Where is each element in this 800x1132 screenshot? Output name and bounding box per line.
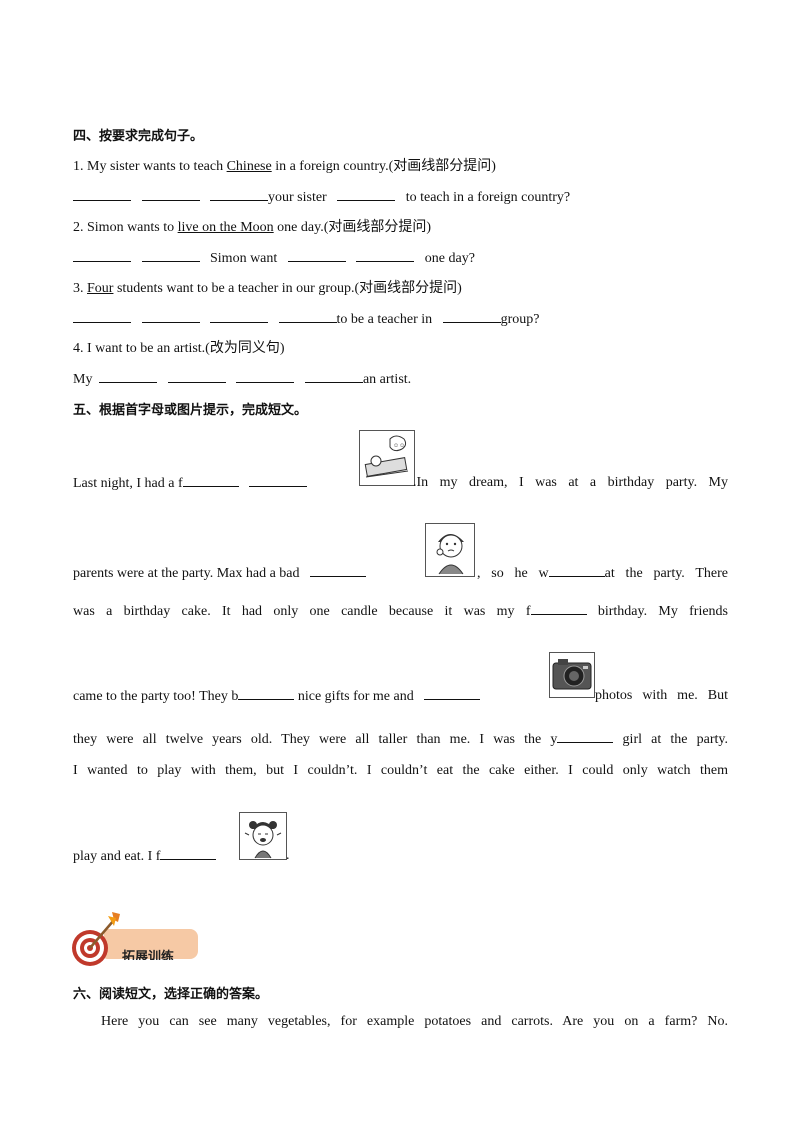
answer-blank[interactable] (73, 188, 131, 201)
q1-underlined: Chinese (226, 159, 272, 174)
question-1: 1. My sister wants to teach Chinese in a… (73, 158, 728, 176)
answer-blank[interactable] (278, 310, 337, 323)
answer-blank[interactable] (287, 249, 346, 262)
section-6-heading: 六、阅读短文，选择正确的答案。 (73, 987, 269, 1002)
svg-text:☺☺: ☺☺ (393, 443, 405, 449)
answer-blank[interactable] (141, 249, 200, 262)
q2-answer-text-a: Simon want (210, 251, 278, 266)
passage-line-5: they were all twelve years old. They wer… (73, 730, 728, 749)
passage-line-3: was a birthday cake. It had only one can… (73, 602, 728, 621)
answer-blank[interactable] (238, 687, 295, 700)
question-4: 4. I want to be an artist.(改为同义句) (73, 341, 285, 356)
q3-text-a: 3. (73, 281, 87, 296)
q2-text-b: one day.(对画线部分提问) (273, 220, 432, 235)
crying-girl-icon (239, 812, 287, 860)
answer-blank[interactable] (167, 370, 226, 383)
l5-text-a: they were all twelve years old. They wer… (73, 732, 558, 747)
answer-blank[interactable] (530, 602, 587, 615)
q4-answer-text-b: an artist. (362, 372, 412, 387)
q2-underlined: live on the Moon (177, 220, 274, 235)
q1-text-a: 1. My sister wants to teach (73, 159, 227, 174)
sleeping-dream-icon: ☺☺ (359, 430, 415, 486)
passage-line-4: came to the party too! They b nice gifts… (73, 650, 728, 710)
answer-blank[interactable] (337, 188, 396, 201)
badge-bar (104, 929, 198, 959)
answer-blank[interactable] (99, 370, 158, 383)
l5-text-b: girl at the party. (613, 732, 728, 747)
question-2: 2. Simon wants to live on the Moon one d… (73, 219, 728, 237)
toothache-boy-icon (425, 523, 475, 577)
question-3-answer: to be a teacher in group? (73, 310, 728, 329)
answer-blank[interactable] (310, 564, 366, 577)
q4-answer-text-a: My (73, 372, 93, 387)
answer-blank[interactable] (73, 249, 131, 262)
section-4-heading: 四、按要求完成句子。 (73, 129, 204, 144)
q3-text-b: students want to be a teacher in our gro… (113, 281, 462, 296)
camera-icon (549, 652, 595, 698)
passage-line-2: parents were at the party. Max had a bad… (73, 523, 728, 583)
l4-text-c: photos with me. But (595, 688, 728, 703)
reading-passage-line-1: Here you can see many vegetables, for ex… (101, 1014, 728, 1029)
answer-blank[interactable] (141, 310, 200, 323)
l1-text-b: .In my dream, I was at a birthday party.… (413, 475, 728, 490)
q1-text-b: in a foreign country.(对画线部分提问) (271, 159, 496, 174)
q3-answer-text-a: to be a teacher in (336, 312, 433, 327)
answer-blank[interactable] (210, 188, 268, 201)
badge-label: 拓展训练 (122, 950, 175, 960)
question-2-answer: Simon want one day? (73, 249, 728, 268)
answer-blank[interactable] (182, 474, 239, 487)
answer-blank[interactable] (424, 687, 481, 700)
l7-text-a: play and eat. I f (73, 849, 161, 864)
q3-answer-text-b: group? (500, 312, 540, 327)
q1-answer-text-b: to teach in a foreign country? (405, 190, 571, 205)
section-5-heading: 五、根据首字母或图片提示，完成短文。 (73, 403, 308, 418)
answer-blank[interactable] (160, 847, 217, 860)
answer-blank[interactable] (141, 188, 200, 201)
question-3: 3. Four students want to be a teacher in… (73, 280, 728, 298)
passage-line-7: play and eat. I f . (73, 812, 728, 872)
passage-line-6: I wanted to play with them, but I couldn… (73, 763, 728, 778)
l2-text-c: at the party. There (604, 566, 728, 581)
answer-blank[interactable] (356, 249, 415, 262)
passage-line-1: Last night, I had a f ☺☺ .In my dream, I… (73, 430, 728, 491)
answer-blank[interactable] (249, 474, 308, 487)
l2-text-a: parents were at the party. Max had a bad (73, 566, 300, 581)
q2-answer-text-b: one day? (424, 251, 475, 266)
answer-blank[interactable] (557, 730, 614, 743)
target-icon (72, 912, 120, 966)
l4-text-b: nice gifts for me and (294, 689, 414, 704)
q3-underlined: Four (87, 281, 114, 296)
l3-text-b: birthday. My friends (586, 604, 728, 619)
l4-text-a: came to the party too! They b (73, 689, 239, 704)
q1-answer-text-a: your sister (268, 190, 327, 205)
answer-blank[interactable] (236, 370, 295, 383)
question-1-answer: your sister to teach in a foreign countr… (73, 188, 728, 207)
l1-text-a: Last night, I had a f (73, 476, 183, 491)
q2-text-a: 2. Simon wants to (73, 220, 178, 235)
answer-blank[interactable] (442, 310, 501, 323)
answer-blank[interactable] (73, 310, 131, 323)
answer-blank[interactable] (304, 370, 363, 383)
l3-text-a: was a birthday cake. It had only one can… (73, 604, 531, 619)
question-4-answer: My an artist. (73, 370, 728, 389)
answer-blank[interactable] (210, 310, 268, 323)
answer-blank[interactable] (548, 564, 605, 577)
extension-training-badge: 拓展训练 (72, 908, 202, 968)
l2-text-b: , so he w (477, 566, 549, 581)
l7-text-b: . (286, 848, 290, 863)
